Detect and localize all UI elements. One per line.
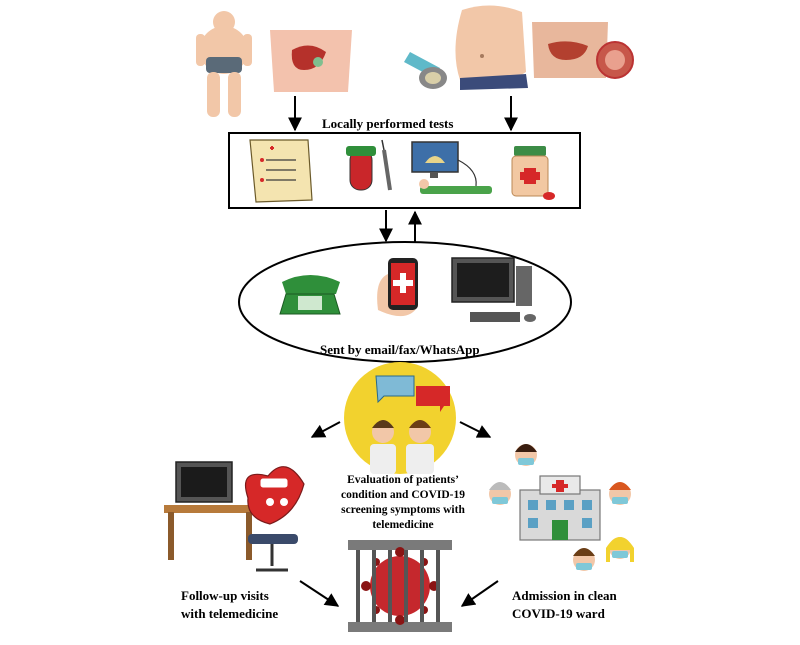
arrow-eval-to-admission: [459, 421, 492, 438]
ultrasound-icon: [411, 141, 492, 194]
evaluation-label: Evaluation of patients’ condition and CO…: [341, 474, 465, 531]
arrow-admission-to-virus: [460, 580, 499, 607]
follow-up-label: Follow-up visits with telemedicine: [181, 588, 279, 621]
arrow-followup-to-virus: [299, 580, 340, 607]
telephone-icon: [279, 275, 341, 315]
arrow-eval-to-followup: [310, 421, 341, 438]
blood-sample-icon: [346, 139, 392, 191]
sent-by-label: Sent by email/fax/WhatsApp: [320, 342, 480, 357]
obese-abdomen-icon: [455, 5, 528, 90]
medical-report-icon: [249, 139, 313, 203]
heart-doctor-desk-icon: [164, 461, 305, 572]
doctors-consultation-icon: [344, 362, 456, 474]
obese-woman-icon: [196, 11, 252, 117]
syringe-pump-icon: [404, 52, 447, 89]
local-tests-label: Locally performed tests: [322, 116, 454, 131]
smartphone-icon: [377, 258, 418, 317]
hospital-building-icon: [519, 475, 601, 541]
torso-surgery-icon: [532, 22, 634, 79]
computer-icon: [451, 257, 536, 322]
masked-patients-icon: [489, 444, 634, 571]
liver-torso-icon: [270, 30, 352, 92]
caged-virus-icon: [348, 540, 452, 632]
admission-label: Admission in clean COVID-19 ward: [512, 588, 617, 621]
medicine-bottle-icon: [511, 146, 555, 200]
